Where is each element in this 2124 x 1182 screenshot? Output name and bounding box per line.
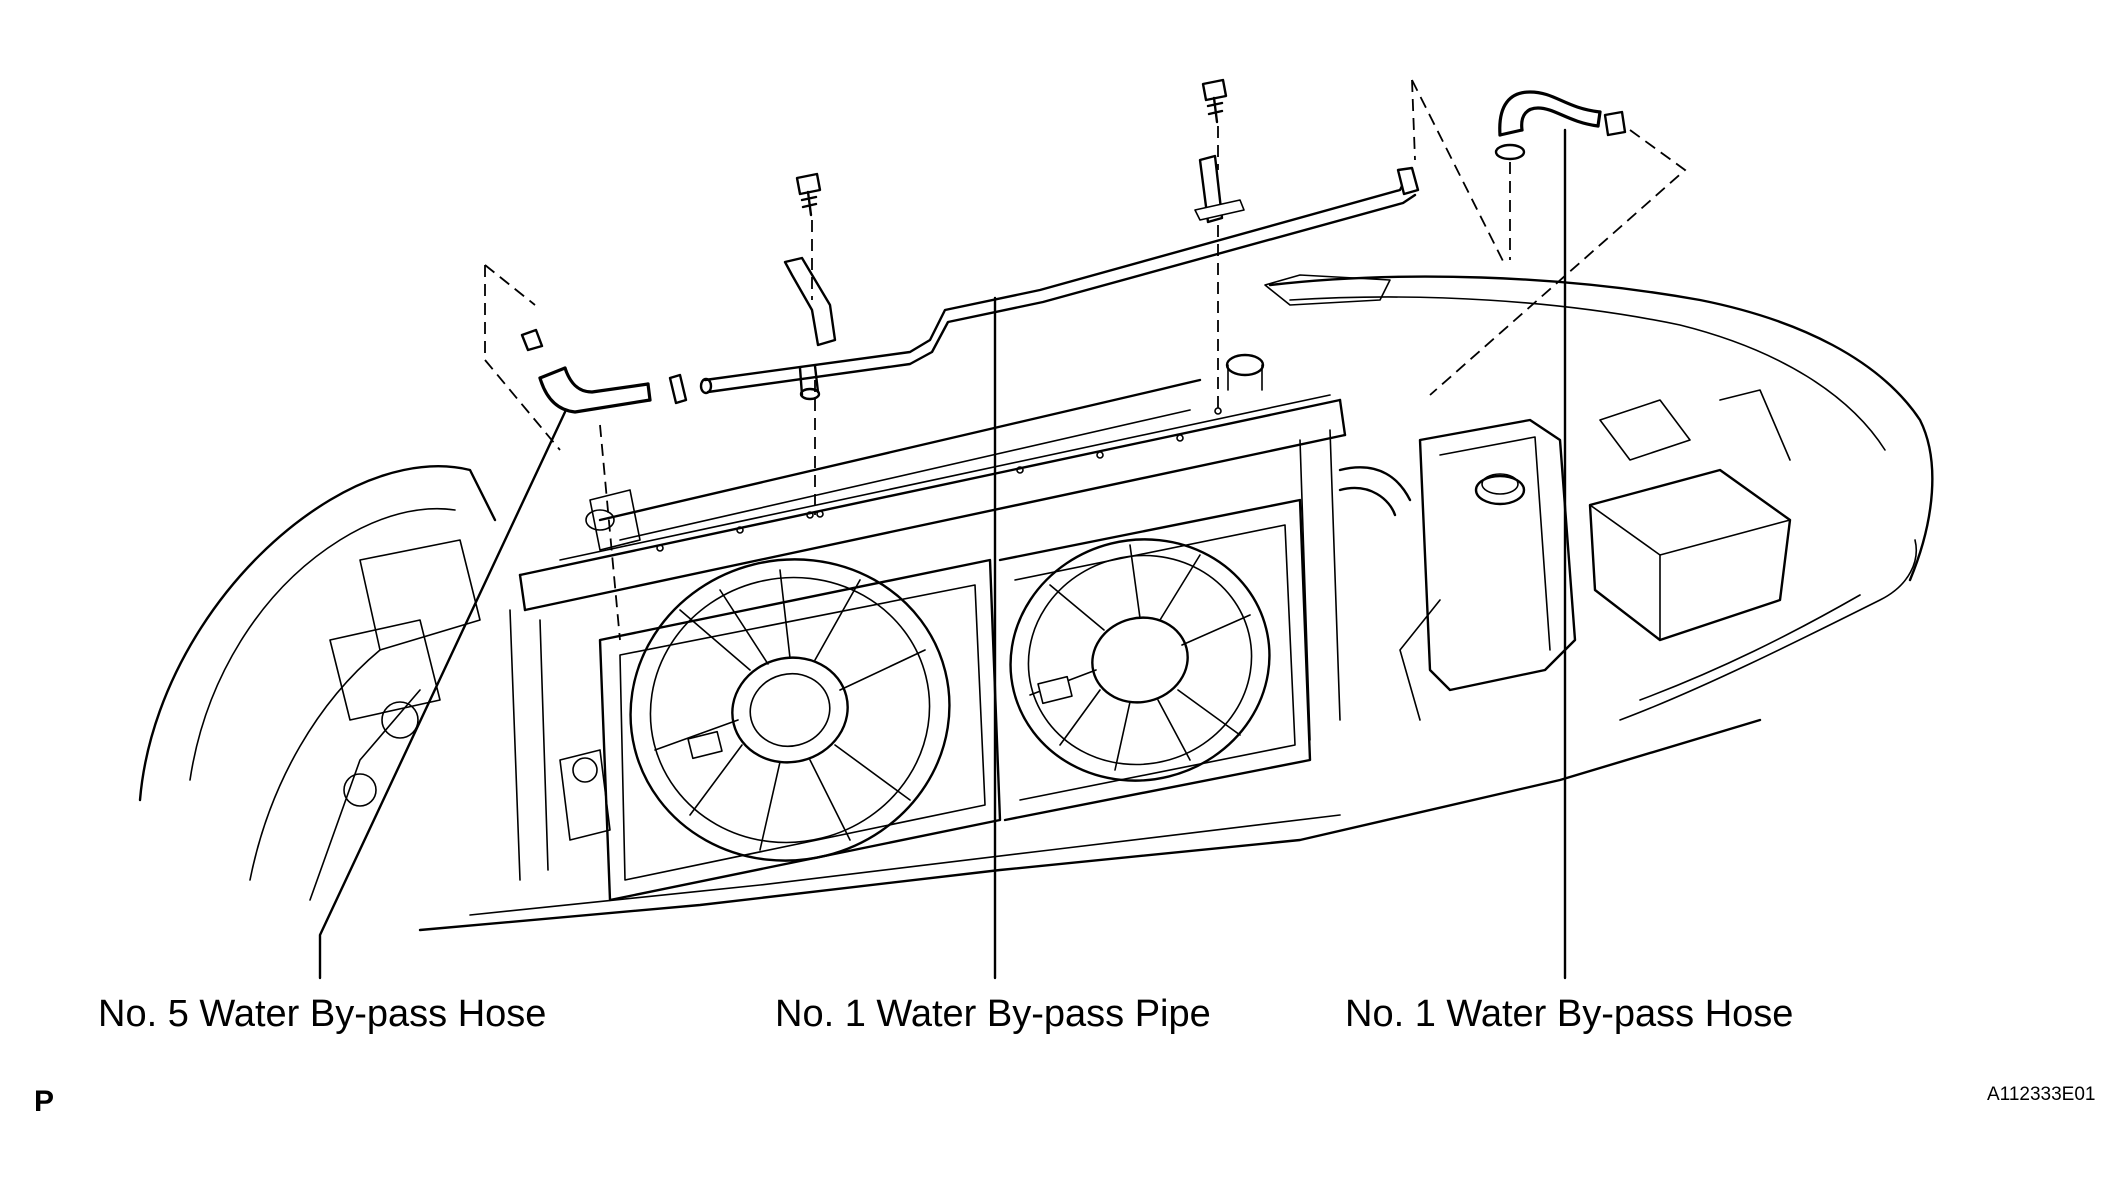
- corner-letter: P: [34, 1085, 54, 1118]
- vehicle-body-outline: [138, 274, 1934, 932]
- left-bay-components: [329, 489, 641, 841]
- radiator-support: [509, 378, 1347, 881]
- label-no5-water-bypass-hose: No. 5 Water By-pass Hose: [98, 993, 546, 1035]
- figure-code: A112333E01: [1987, 1084, 2095, 1105]
- label-no1-water-bypass-hose: No. 1 Water By-pass Hose: [1345, 993, 1793, 1035]
- bolt-left: [795, 172, 822, 217]
- callout-leaders: [318, 128, 1567, 980]
- radiator-fans: [598, 498, 1312, 902]
- label-no1-water-bypass-pipe: No. 1 Water By-pass Pipe: [775, 993, 1211, 1035]
- reservoir-and-box: [1225, 353, 1792, 721]
- no1-water-bypass-hose-part: [1429, 90, 1687, 396]
- bolt-right: [1201, 78, 1228, 124]
- no5-water-bypass-hose-part: [484, 264, 688, 641]
- no1-water-bypass-pipe-part: [699, 78, 1506, 515]
